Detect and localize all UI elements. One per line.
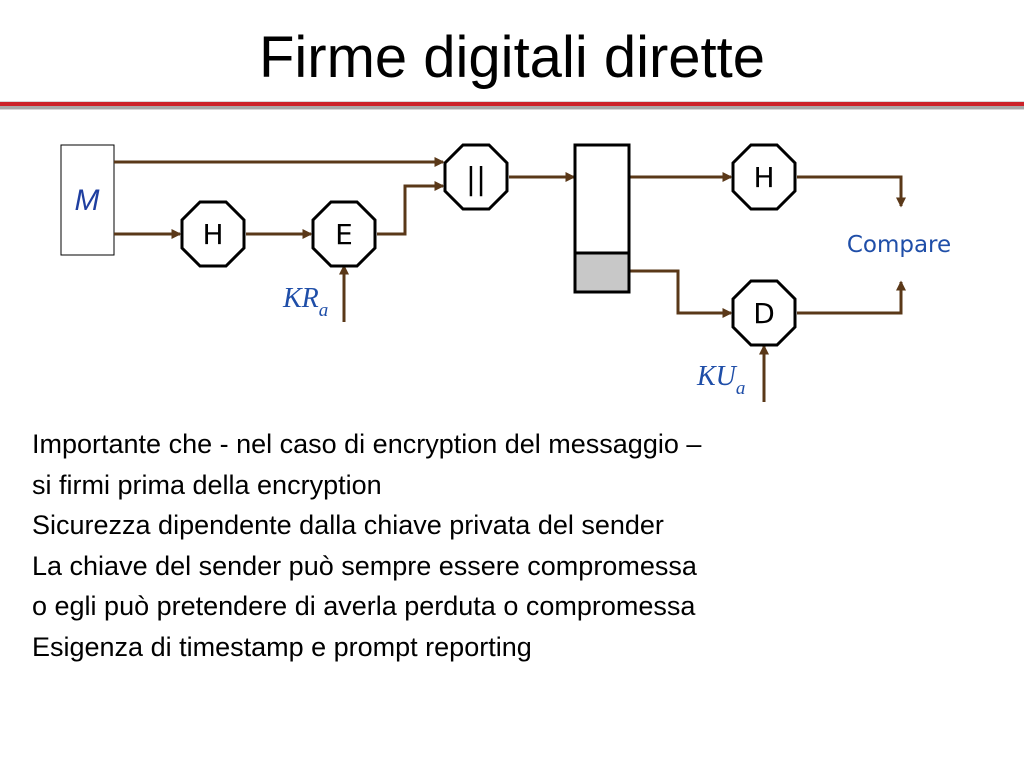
body-line-6: Esigenza di timestamp e prompt reporting (32, 631, 532, 662)
public-key-base: KU (696, 361, 738, 392)
concat-label: || (466, 162, 486, 197)
hash-label-right: H (753, 161, 774, 194)
message-label: M (75, 184, 100, 217)
hash-node-left (180, 200, 246, 268)
body-line-5: o egli può pretendere di averla perduta … (32, 591, 696, 621)
arrow-decrypt-to-compare (797, 280, 906, 315)
decrypt-label: D (753, 297, 775, 330)
private-key-subscript: a (319, 300, 329, 321)
arrow-encrypt-to-concat (377, 181, 445, 236)
private-key-base: KR (282, 283, 319, 314)
arrow-hash-to-compare (797, 175, 906, 208)
title-divider-gray (0, 106, 1024, 109)
body-line-2: si firmi prima della encryption (32, 469, 382, 500)
signature-segment (576, 254, 628, 291)
title-divider (0, 101, 1024, 110)
private-key-label: KRa (282, 283, 328, 321)
encrypt-node (311, 200, 377, 268)
concat-node (443, 143, 509, 211)
body-line-3: Sicurezza dipendente dalla chiave privat… (32, 510, 664, 540)
title-divider-red (0, 102, 1024, 106)
slide-title: Firme digitali dirette (258, 25, 766, 90)
public-key-subscript: a (736, 378, 746, 399)
encrypt-label: E (335, 218, 353, 251)
arrow-buffer-to-decrypt (630, 269, 733, 318)
body-line-1: Importante che - nel caso di encryption … (32, 429, 702, 459)
public-key-label: KUa (696, 361, 745, 399)
message-box (60, 144, 115, 256)
hash-node-right (731, 143, 797, 211)
hash-label-left: H (202, 218, 223, 251)
body-text: Importante che - nel caso di encryption … (32, 424, 992, 667)
body-line-4: La chiave del sender può sempre essere c… (32, 550, 697, 581)
compare-label: Compare (847, 232, 951, 258)
decrypt-node (731, 279, 797, 347)
digital-signature-diagram: M || H E H D Compare KRa KUa (60, 143, 951, 402)
